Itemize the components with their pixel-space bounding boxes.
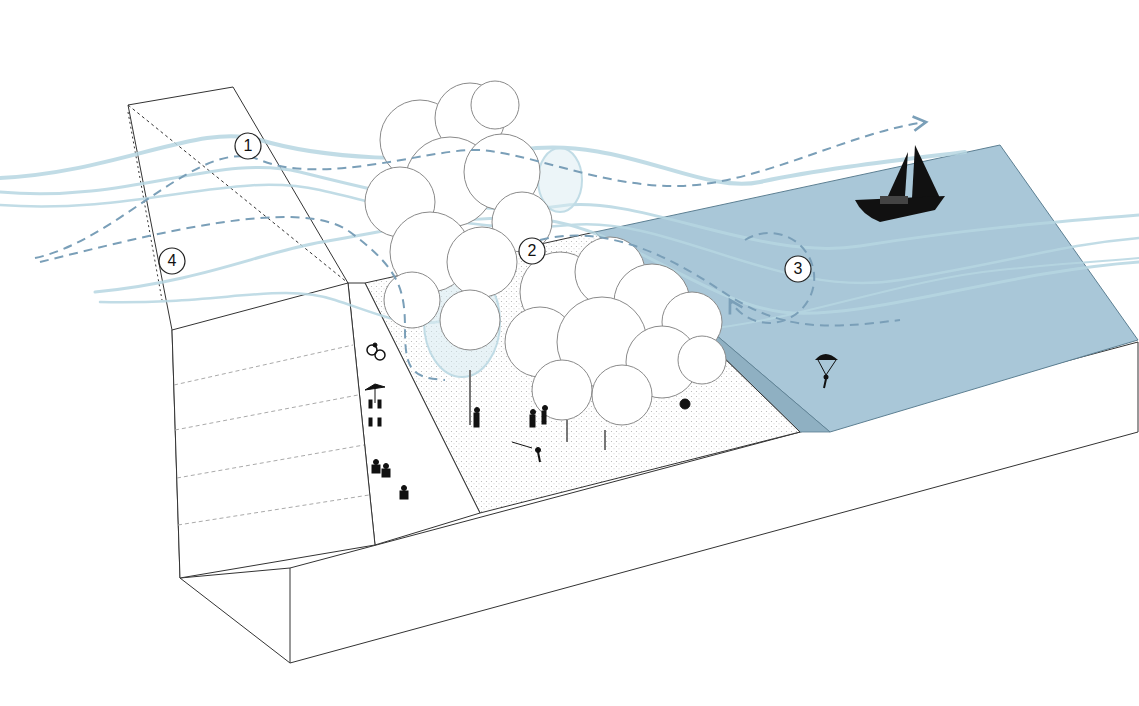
building	[128, 87, 375, 578]
tree-canopy	[365, 81, 726, 425]
callout-circle: 2	[518, 237, 546, 265]
plaza	[348, 232, 800, 545]
callout-number: 2	[528, 243, 537, 259]
callout-circle: 3	[784, 255, 812, 283]
callout-number: 4	[168, 253, 177, 269]
wind-arrows	[35, 122, 926, 380]
water-body	[595, 145, 1138, 432]
sailboat	[855, 145, 945, 222]
tree-trunks	[470, 370, 605, 450]
people-figures	[365, 247, 690, 499]
callout-number: 1	[244, 138, 253, 154]
callout-circle: 4	[158, 247, 186, 275]
kite-surfer	[815, 354, 838, 388]
callout-circle: 1	[234, 132, 262, 160]
callout-number: 3	[794, 261, 803, 277]
